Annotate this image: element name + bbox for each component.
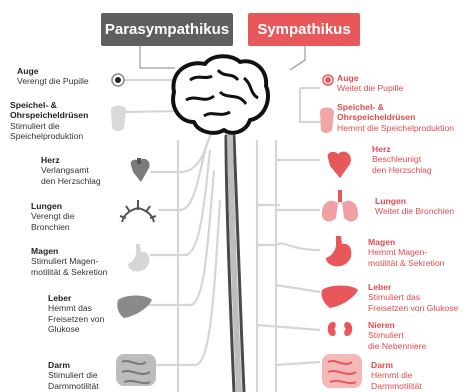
liver-icon-right [321,286,358,309]
sympathetic-lines [257,88,322,392]
eye-icon-left [112,74,124,86]
left-label-leber: Leber Hemmt das Freisetzen von Glukose [48,293,104,334]
eye-icon-right [323,75,333,85]
intestine-icon-left [116,354,156,386]
left-label-speicheldruesen: Speichel- & Ohrspeicheldrüsen Stimuliert… [10,100,88,141]
stomach-icon-right [326,236,351,266]
right-label-herz: Herz Beschleunigt den Herzschlag [372,144,432,175]
kidney-icon-right [328,322,353,336]
lungs-icon-right [322,190,358,221]
salivary-gland-icon-right [320,108,334,134]
heart-icon-left [131,158,150,182]
left-label-magen: Magen Stimuliert Magen- motilität & Sekr… [31,246,107,277]
right-label-auge: Auge Weitet die Pupille [337,73,403,94]
sympathikus-header: Sympathikus [248,13,360,46]
liver-icon-left [117,296,152,319]
parasympathikus-header: Parasympathikus [101,13,233,46]
left-label-herz: Herz Verlangsamt den Herzschlag [41,155,101,186]
left-label-auge: Auge Verengt die Pupille [17,66,89,87]
intestine-icon-right [322,354,362,388]
right-label-lungen: Lungen Weitet die Bronchien [375,196,454,217]
left-label-lungen: Lungen Verengt die Bronchien [31,201,74,232]
heart-icon-right [328,152,351,178]
right-label-magen: Magen Hemmt Magen- motilität & Sekretion [368,237,444,268]
right-label-speicheldruesen: Speichel- & Ohrspeicheldrüsen Hemmt die … [337,102,454,133]
right-label-nieren: Nieren Stimuliert die Nebenniere [368,320,426,351]
stomach-icon-left [128,244,149,271]
left-label-darm: Darm Stimuliert die Darmmotilität [48,360,99,391]
lungs-icon-left [120,200,156,222]
spinal-cord [226,136,244,392]
brain-icon [173,56,268,133]
salivary-gland-icon-left [111,106,126,132]
right-label-leber: Leber Stimuliert das Freisetzen von Gluk… [368,282,458,313]
right-label-darm: Darm Hemmt die Darmmotilität [371,360,422,391]
